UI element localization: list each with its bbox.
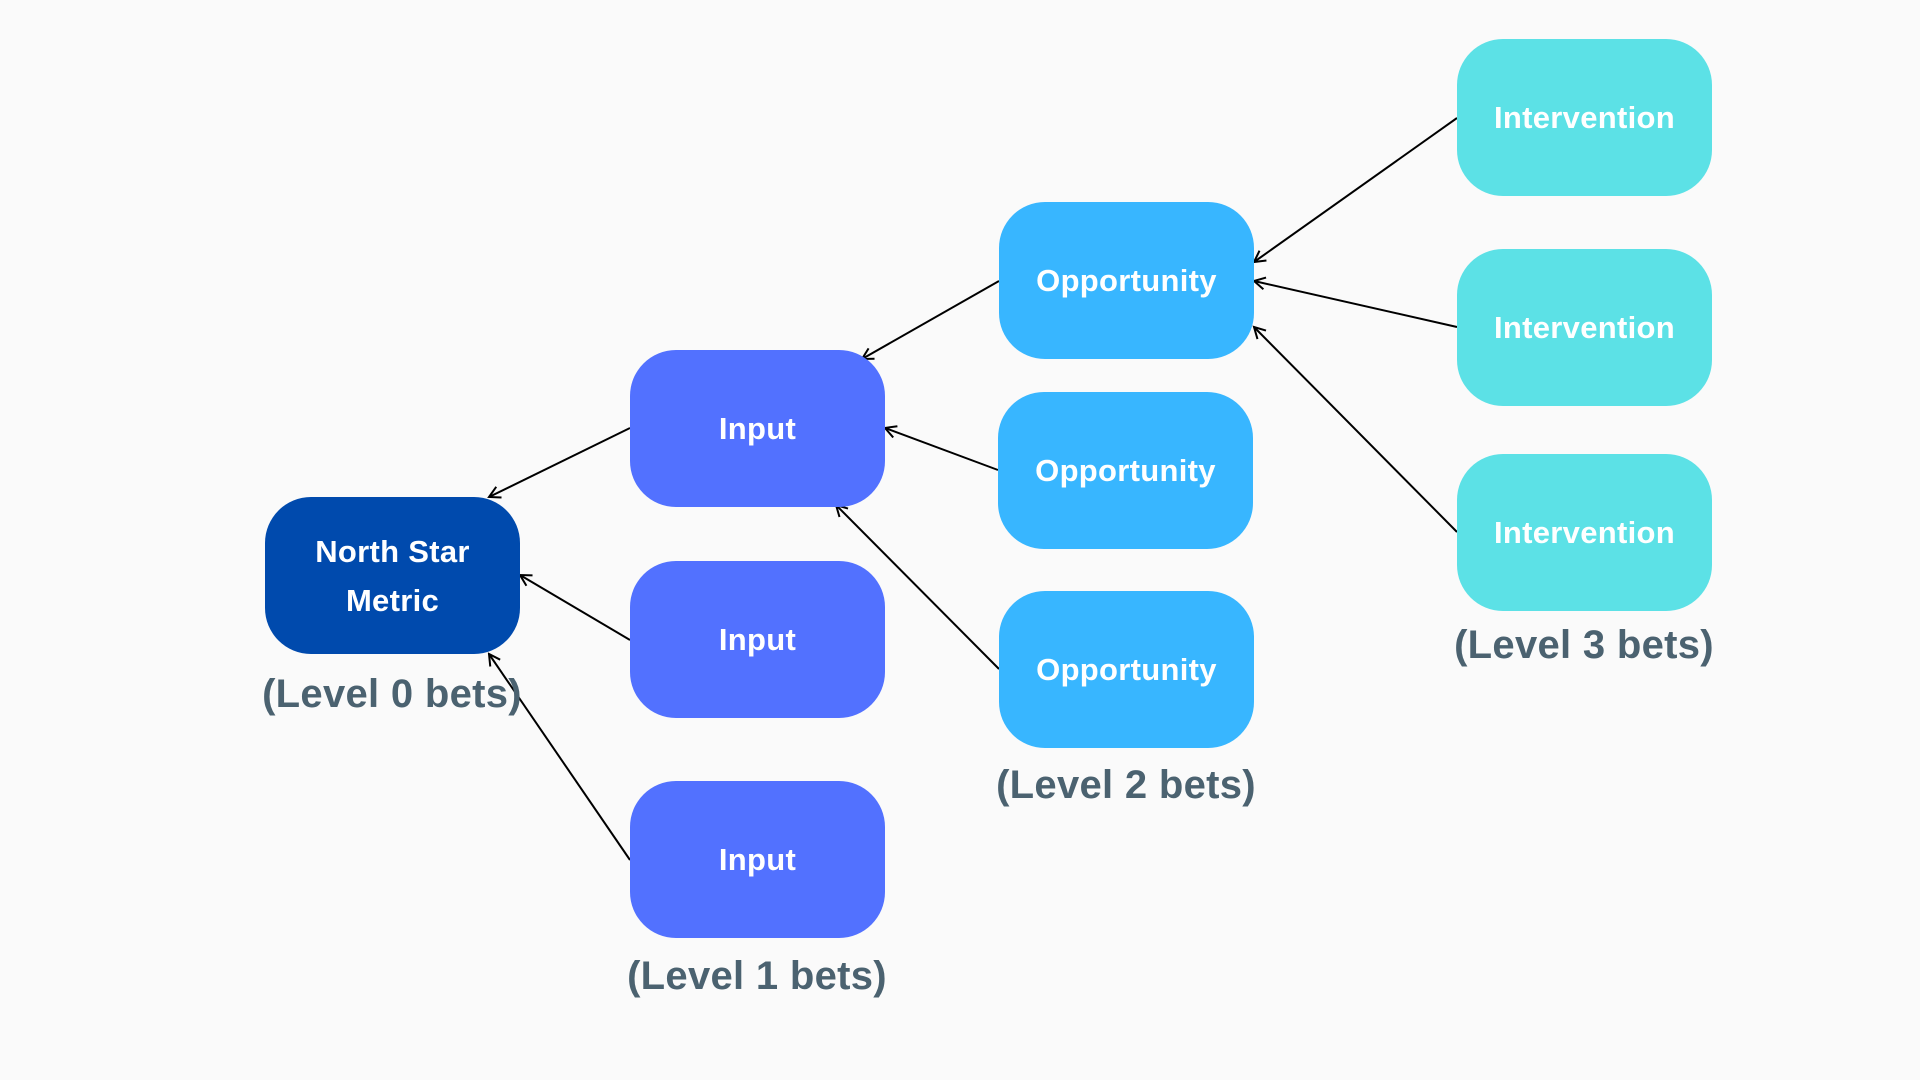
node-label: Input bbox=[718, 411, 797, 446]
node-label: Input bbox=[718, 622, 797, 657]
opportunity-node-1[interactable]: Opportunity bbox=[999, 202, 1254, 359]
intervention-node-3[interactable]: Intervention bbox=[1457, 454, 1712, 611]
opportunity-node-2[interactable]: Opportunity bbox=[998, 392, 1253, 549]
intervention-node-2[interactable]: Intervention bbox=[1457, 249, 1712, 406]
north-star-metric-node[interactable]: North Star Metric bbox=[265, 497, 520, 654]
node-label: Intervention bbox=[1493, 310, 1675, 345]
arrow-intervention-2-to-opportunity-1 bbox=[1254, 281, 1458, 328]
arrow-intervention-3-to-opportunity-1 bbox=[1254, 327, 1458, 533]
input-node-1[interactable]: Input bbox=[630, 350, 885, 507]
level-2-caption: (Level 2 bets) bbox=[996, 763, 1256, 807]
arrow-intervention-1-to-opportunity-1 bbox=[1254, 117, 1458, 262]
arrow-opportunity-2-to-input-1 bbox=[885, 428, 999, 471]
node-label: North Star Metric bbox=[315, 533, 470, 618]
node-label: Opportunity bbox=[1036, 652, 1217, 687]
node-label: Opportunity bbox=[1036, 263, 1217, 298]
arrow-opportunity-1-to-input-1 bbox=[862, 280, 1000, 359]
intervention-node-1[interactable]: Intervention bbox=[1457, 39, 1712, 196]
level-0-caption: (Level 0 bets) bbox=[262, 672, 522, 716]
node-label: Input bbox=[718, 842, 797, 877]
level-1-caption: (Level 1 bets) bbox=[627, 954, 887, 998]
node-label: Opportunity bbox=[1035, 453, 1216, 488]
opportunity-node-3[interactable]: Opportunity bbox=[999, 591, 1254, 748]
node-label: Intervention bbox=[1493, 515, 1675, 550]
level-3-caption: (Level 3 bets) bbox=[1454, 623, 1714, 667]
node-label: Intervention bbox=[1493, 100, 1675, 135]
arrow-input-2-to-north-star bbox=[520, 575, 631, 641]
input-node-2[interactable]: Input bbox=[630, 561, 885, 718]
arrow-input-1-to-north-star bbox=[489, 427, 631, 497]
input-node-3[interactable]: Input bbox=[630, 781, 885, 938]
